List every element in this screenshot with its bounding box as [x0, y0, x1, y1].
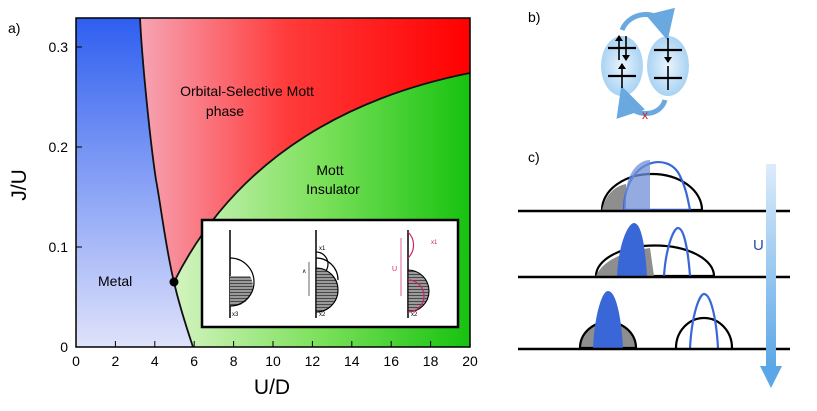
x-tick-label: 14 — [344, 353, 360, 369]
upper-degeneracy-label: x1 — [319, 246, 326, 252]
arrow-head — [622, 55, 630, 61]
occupied-narrow-band — [624, 160, 650, 210]
metal-mott-boundary — [173, 281, 194, 347]
osmp-region — [140, 18, 470, 282]
broad-band — [315, 257, 339, 281]
x-axis-label: U/D — [254, 376, 290, 399]
u-arrow: U — [753, 164, 782, 388]
y-ticks — [76, 46, 82, 348]
x-tick-label: 16 — [383, 353, 399, 369]
occupied-wide-band — [602, 184, 626, 210]
lower-hubbard-peak — [616, 222, 648, 277]
y-tick-label: 0.3 — [49, 39, 69, 55]
panel-label-a: a) — [8, 20, 20, 36]
upper-degeneracy-label: x1 — [431, 240, 438, 246]
osmp-label-line2: phase — [206, 103, 244, 119]
hopping-schematic: x — [601, 7, 689, 122]
lower-hubbard-band — [407, 279, 425, 313]
upper-wide-band — [674, 316, 734, 349]
lower-degeneracy-label: x2 — [319, 312, 326, 318]
arrow-shaft — [766, 164, 776, 370]
spectrum-row-2 — [518, 222, 790, 279]
osmp-label-line1: Orbital-Selective Mott — [180, 83, 314, 99]
blocked-hop-arrow — [616, 85, 668, 119]
degeneracy-label: x3 — [232, 312, 239, 318]
upper-hubbard-peak — [662, 226, 692, 277]
y-tick-label: 0.2 — [49, 139, 69, 155]
wide-band — [594, 244, 716, 278]
arrow-head — [615, 35, 623, 41]
lower-band — [315, 267, 339, 313]
spectrum-row-1 — [518, 160, 790, 213]
y-axis-label: J/U — [8, 169, 31, 201]
x-tick-label: 4 — [151, 353, 159, 369]
lower-hubbard-peak — [592, 290, 624, 349]
allowed-hop-arrow — [619, 7, 675, 41]
mott-label-line2: Insulator — [306, 181, 360, 197]
arrow-head — [618, 63, 626, 69]
upper-hubbard-peak — [688, 292, 720, 349]
metal-osmp-boundary — [139, 18, 175, 283]
u-gap-label: U — [392, 266, 397, 273]
x-tick-label: 6 — [190, 353, 198, 369]
wide-band — [600, 172, 704, 212]
dos-inset: x3 x1 ∧ x2 x1 U x2 — [200, 218, 460, 329]
spectrum-row-3 — [518, 290, 790, 351]
blocked-mark: x — [642, 108, 648, 122]
x-tick-label: 0 — [72, 353, 80, 369]
panel-label-b: b) — [528, 9, 540, 25]
x-ticks — [75, 341, 471, 347]
arrow-head — [664, 57, 672, 63]
x-tick-label: 20 — [462, 353, 478, 369]
upper-hubbard-band — [407, 231, 415, 259]
triple-point — [169, 277, 179, 287]
x-tick-label: 12 — [305, 353, 321, 369]
y-tick-label: 0.1 — [49, 239, 69, 255]
arrow-head — [760, 366, 782, 388]
mott-label-line1: Mott — [316, 162, 343, 178]
y-tick-label: 0 — [60, 339, 68, 355]
u-label: U — [753, 237, 764, 254]
lower-degeneracy-label: x2 — [411, 312, 418, 318]
panel-label-c: c) — [528, 149, 540, 165]
x-tick-label: 18 — [423, 353, 439, 369]
spectra: U — [518, 160, 790, 388]
x-tick-label: 8 — [230, 353, 238, 369]
metal-label: Metal — [98, 273, 132, 289]
x-tick-label: 10 — [265, 353, 281, 369]
x-tick-label: 2 — [112, 353, 120, 369]
band-outline — [229, 257, 255, 307]
gap-label: ∧ — [302, 269, 306, 275]
